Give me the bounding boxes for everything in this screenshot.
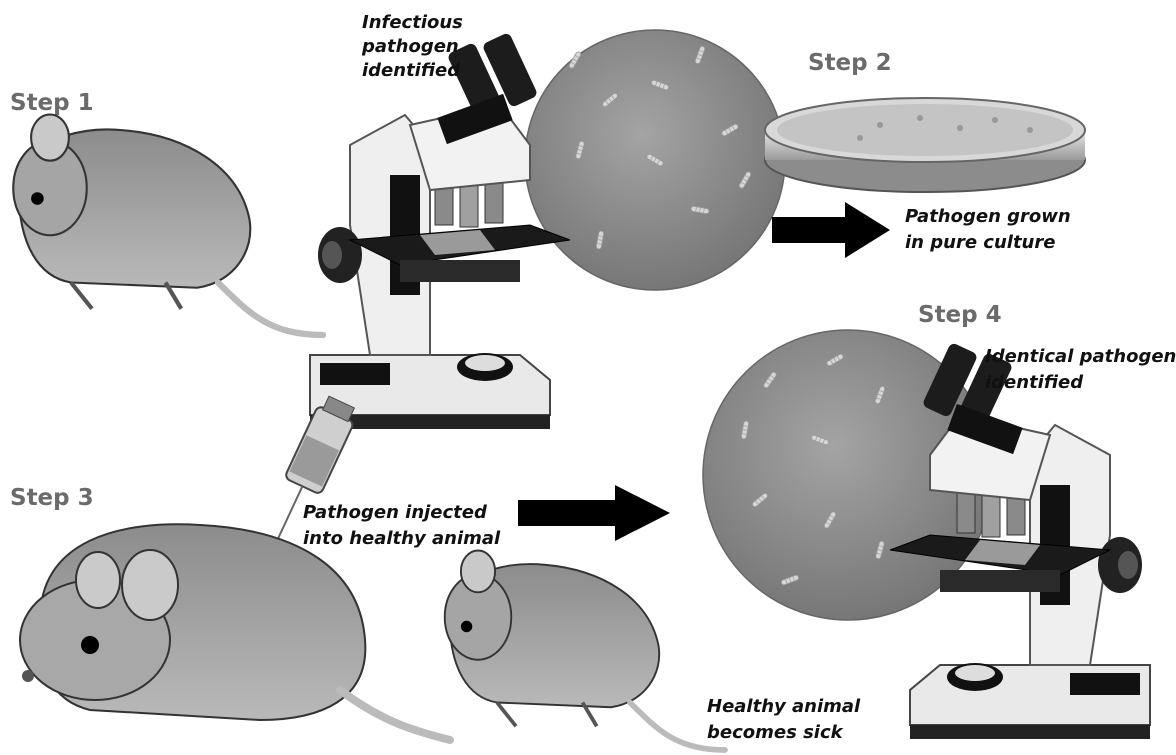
caption-line: Identical pathogen xyxy=(985,346,1176,367)
microscope-view-circle xyxy=(525,30,785,290)
microscope-illustration-step4 xyxy=(890,342,1150,739)
caption-line: becomes sick xyxy=(707,722,844,743)
caption-pathogen-injected: Pathogen injected into healthy animal xyxy=(303,502,501,549)
petri-dish-illustration xyxy=(765,98,1085,192)
caption-line: Pathogen grown xyxy=(905,206,1071,227)
arrow-step3-to-step4 xyxy=(518,485,670,541)
sick-mouse-illustration xyxy=(13,115,323,336)
caption-line: Healthy animal xyxy=(707,696,861,717)
step-1-label: Step 1 xyxy=(10,90,94,116)
caption-infectious-pathogen: Infectious pathogen identified xyxy=(361,12,463,81)
sick-mouse-illustration-step3 xyxy=(445,551,725,751)
caption-line: identified xyxy=(985,372,1084,393)
caption-line: identified xyxy=(362,60,461,81)
caption-line: Infectious xyxy=(362,12,463,33)
step-2-label: Step 2 xyxy=(808,50,892,76)
caption-line: in pure culture xyxy=(905,232,1055,253)
arrow-step1-to-step2 xyxy=(772,202,890,258)
step-4-label: Step 4 xyxy=(918,302,1002,328)
caption-line: into healthy animal xyxy=(303,528,501,549)
microscope-illustration xyxy=(310,32,570,429)
step-3-label: Step 3 xyxy=(10,485,94,511)
healthy-mouse-illustration xyxy=(20,524,450,740)
caption-line: Pathogen injected xyxy=(303,502,488,523)
caption-becomes-sick: Healthy animal becomes sick xyxy=(707,696,861,743)
caption-identical-pathogen: Identical pathogen identified xyxy=(985,346,1176,393)
caption-pure-culture: Pathogen grown in pure culture xyxy=(905,206,1071,253)
caption-line: pathogen xyxy=(361,36,459,57)
